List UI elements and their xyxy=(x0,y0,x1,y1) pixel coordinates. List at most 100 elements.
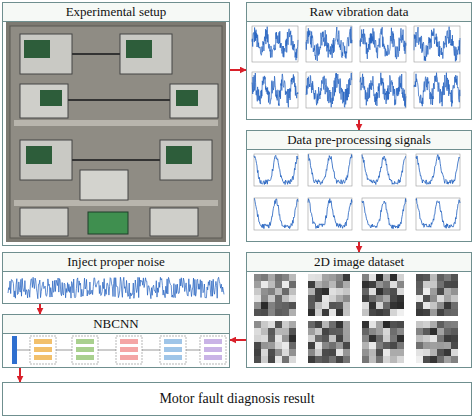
driver-board xyxy=(166,146,192,164)
panel-box: Data pre-processing signals xyxy=(246,130,472,242)
setup-photo xyxy=(6,22,226,242)
image-pixel xyxy=(376,321,383,328)
image-pixel xyxy=(362,281,369,288)
image-pixel xyxy=(289,349,296,356)
rail xyxy=(14,200,218,206)
image-pixel xyxy=(416,321,423,328)
image-pixel xyxy=(451,309,458,316)
flow-arrow xyxy=(19,368,21,382)
image-pixel xyxy=(390,281,397,288)
image-pixel xyxy=(315,321,322,328)
image-pixel xyxy=(261,288,268,295)
image-pixel xyxy=(275,356,282,363)
panel-title: Inject proper noise xyxy=(3,253,229,272)
image-pixel xyxy=(376,309,383,316)
plot-frame xyxy=(254,154,298,186)
image-pixel xyxy=(343,335,350,342)
image-pixel xyxy=(416,274,423,281)
image-pixel xyxy=(282,335,289,342)
image-pixel xyxy=(268,328,275,335)
flow-arrow xyxy=(39,304,41,314)
layer-unit xyxy=(34,339,52,344)
image-pixel xyxy=(423,288,430,295)
image-pixel xyxy=(376,335,383,342)
image-pixel xyxy=(437,281,444,288)
image-pixel xyxy=(362,288,369,295)
panel-box: 2D image dataset xyxy=(246,252,472,368)
image-pixel xyxy=(416,356,423,363)
image-pixel xyxy=(282,349,289,356)
image-pixel xyxy=(336,342,343,349)
image-pixel xyxy=(308,281,315,288)
image-pixel xyxy=(383,302,390,309)
image-pixel xyxy=(275,328,282,335)
input-vector xyxy=(12,336,17,364)
image-pixel xyxy=(282,356,289,363)
image-pixel xyxy=(268,274,275,281)
processed-signal xyxy=(308,199,352,229)
layer-unit xyxy=(204,355,222,360)
image-pixel xyxy=(268,288,275,295)
image-pixel xyxy=(416,295,423,302)
image-pixel xyxy=(383,321,390,328)
image-pixel xyxy=(437,321,444,328)
image-pixel xyxy=(451,274,458,281)
image-pixel xyxy=(430,328,437,335)
image-pixel xyxy=(362,356,369,363)
image-pixel xyxy=(437,335,444,342)
image-pixel xyxy=(416,281,423,288)
layer-unit xyxy=(204,339,222,344)
image-pixel xyxy=(451,288,458,295)
image-pixel xyxy=(336,274,343,281)
image-pixel xyxy=(369,309,376,316)
image-pixel xyxy=(329,274,336,281)
image-pixel xyxy=(289,288,296,295)
image-pixel xyxy=(329,281,336,288)
processed-signal xyxy=(254,199,298,229)
image-pixel xyxy=(369,295,376,302)
image-pixel xyxy=(315,335,322,342)
image-pixel xyxy=(397,321,404,328)
image-pixel xyxy=(308,356,315,363)
image-pixel xyxy=(261,321,268,328)
image-pixel xyxy=(322,335,329,342)
image-pixel xyxy=(397,281,404,288)
panel-title: 2D image dataset xyxy=(247,253,471,272)
image-pixel xyxy=(308,295,315,302)
image-pixel xyxy=(275,274,282,281)
panel-title: NBCNN xyxy=(3,315,229,334)
image-pixel xyxy=(275,302,282,309)
image-pixel xyxy=(444,281,451,288)
image-pixel xyxy=(315,295,322,302)
image-pixel xyxy=(282,281,289,288)
image-pixel xyxy=(275,321,282,328)
image-pixel xyxy=(430,356,437,363)
image-pixel xyxy=(329,335,336,342)
flow-arrow xyxy=(230,69,246,71)
image-pixel xyxy=(315,309,322,316)
image-pixel xyxy=(322,288,329,295)
layer-unit xyxy=(164,347,182,352)
image-pixel xyxy=(423,356,430,363)
image-pixel xyxy=(397,295,404,302)
image-pixel xyxy=(430,302,437,309)
image-pixel xyxy=(268,335,275,342)
image-pixel xyxy=(390,309,397,316)
image-pixel xyxy=(423,342,430,349)
image-pixel xyxy=(275,295,282,302)
image-pixel xyxy=(383,342,390,349)
image-pixel xyxy=(261,274,268,281)
flow-arrow xyxy=(358,242,360,252)
vibration-waveform xyxy=(252,73,298,107)
image-pixel xyxy=(416,335,423,342)
image-pixel xyxy=(423,295,430,302)
panel-box: Experimental setup xyxy=(2,2,230,246)
vibration-waveform xyxy=(360,27,406,59)
image-pixel xyxy=(268,302,275,309)
image-pixel xyxy=(322,349,329,356)
image-pixel xyxy=(261,309,268,316)
image-pixel xyxy=(329,356,336,363)
image-pixel xyxy=(343,295,350,302)
